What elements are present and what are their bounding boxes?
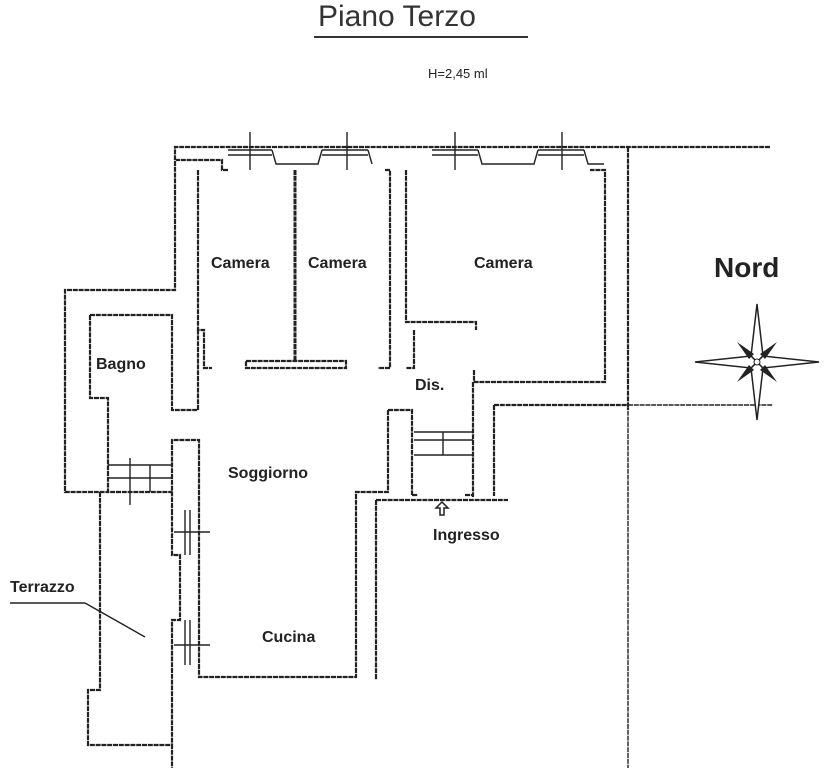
room-label-bagno: Bagno [96, 356, 146, 373]
ceiling-height-note: H=2,45 ml [428, 66, 488, 81]
room-label-camera-3: Camera [474, 255, 533, 272]
entrance-arrow-icon [434, 500, 450, 516]
outer-walls [63, 145, 773, 768]
room-label-ingresso: Ingresso [433, 527, 500, 544]
windows [10, 132, 604, 665]
compass-rose-icon [694, 303, 820, 421]
room-label-cucina: Cucina [262, 629, 316, 646]
room-label-camera-1: Camera [211, 255, 270, 272]
interior-walls [88, 158, 628, 745]
room-label-soggiorno: Soggiorno [228, 465, 308, 482]
compass-label: Nord [714, 252, 780, 283]
plan-title: Piano Terzo [318, 0, 476, 33]
title-underline [314, 36, 528, 38]
room-label-terrazzo: Terrazzo [10, 579, 75, 596]
room-label-dis: Dis. [415, 377, 445, 394]
room-label-camera-2: Camera [308, 255, 367, 272]
